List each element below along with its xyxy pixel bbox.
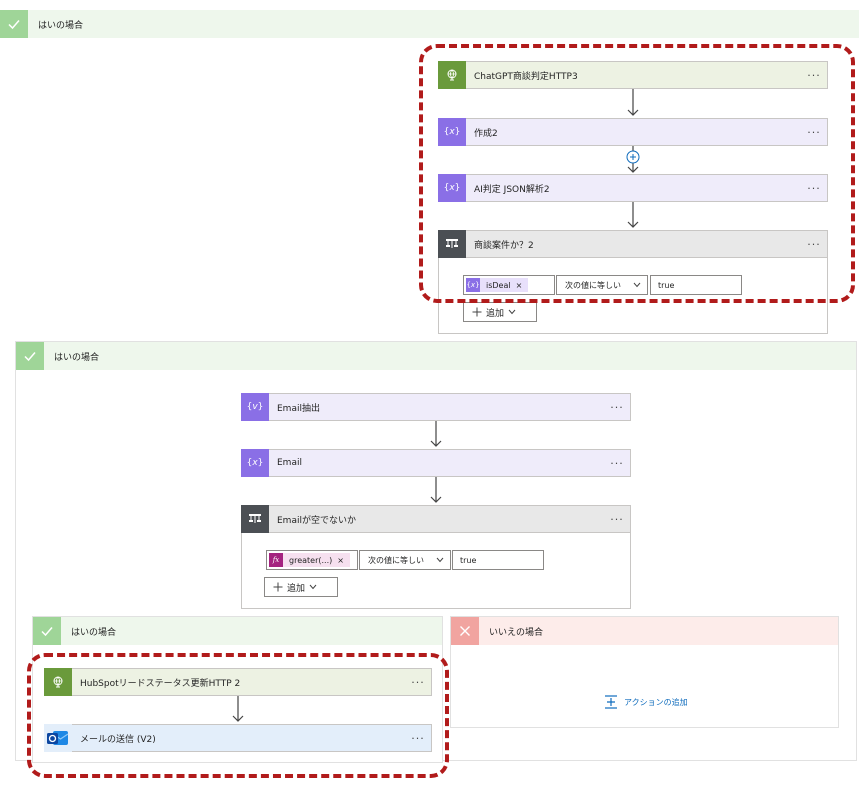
globe-icon	[438, 61, 466, 89]
isdeal-token-label: isDeal	[486, 280, 511, 290]
compose-icon: {v}	[241, 393, 269, 421]
condition-operator-select[interactable]: 次の値に等しい	[556, 275, 648, 295]
ai-json-parse-title: AI判定 JSON解析2	[474, 184, 550, 195]
add-condition-button[interactable]: 追加	[463, 302, 537, 322]
check-icon	[33, 617, 61, 645]
compose-icon: {x}	[241, 449, 269, 477]
email-extract-title: Email抽出	[277, 403, 320, 414]
compose2-action[interactable]: {x} 作成2 ···	[438, 118, 828, 146]
email-condition-body	[241, 533, 631, 609]
add-action-link[interactable]: アクションの追加	[604, 695, 688, 709]
more-options-icon[interactable]: ···	[610, 512, 624, 526]
bottom-yes-branch-header[interactable]: はいの場合	[33, 617, 442, 645]
chevron-down-icon	[508, 309, 516, 315]
add-condition-button[interactable]: 追加	[264, 577, 338, 597]
variable-icon: {x}	[466, 278, 480, 292]
email-not-empty-condition[interactable]: Emailが空でないか ···	[241, 505, 631, 533]
chatgpt-http-action[interactable]: ChatGPT商談判定HTTP3 ···	[438, 61, 828, 89]
add-label: 追加	[287, 583, 306, 594]
email-extract-action[interactable]: {v} Email抽出 ···	[241, 393, 631, 421]
no-branch: いいえの場合	[450, 616, 839, 728]
email-action[interactable]: {x} Email ···	[241, 449, 631, 477]
chevron-down-icon	[309, 584, 317, 590]
top-yes-branch-header[interactable]: はいの場合	[0, 10, 859, 38]
plus-icon	[472, 307, 482, 317]
greater-token[interactable]: fx greater(...) ×	[269, 553, 350, 567]
top-yes-branch: はいの場合	[0, 10, 859, 38]
middle-yes-branch-label: はいの場合	[54, 352, 100, 363]
operator-label: 次の値に等しい	[565, 280, 621, 290]
condition-value: true	[658, 280, 675, 290]
condition-left-operand[interactable]: fx greater(...) ×	[266, 550, 358, 570]
no-branch-label: いいえの場合	[489, 627, 544, 638]
condition-icon	[438, 230, 466, 258]
close-icon	[451, 617, 479, 645]
send-mail-title: メールの送信 (V2)	[80, 734, 156, 745]
more-options-icon[interactable]: ···	[411, 675, 425, 689]
more-options-icon[interactable]: ···	[807, 68, 821, 82]
highlight-box-top	[419, 44, 855, 303]
hubspot-http-title: HubSpotリードステータス更新HTTP 2	[80, 678, 241, 689]
condition-value: true	[460, 555, 477, 565]
operator-label: 次の値に等しい	[368, 555, 424, 565]
more-options-icon[interactable]: ···	[610, 400, 624, 414]
email-title: Email	[277, 458, 302, 468]
condition-operator-select[interactable]: 次の値に等しい	[359, 550, 451, 570]
close-icon[interactable]: ×	[337, 555, 344, 565]
connector-arrow	[627, 89, 639, 116]
more-options-icon[interactable]: ···	[610, 456, 624, 470]
no-branch-header[interactable]: いいえの場合	[451, 617, 838, 645]
middle-yes-branch-header[interactable]: はいの場合	[16, 342, 856, 370]
email-not-empty-title: Emailが空でないか	[277, 515, 356, 526]
check-icon	[16, 342, 44, 370]
isdeal-token[interactable]: {x} isDeal ×	[466, 278, 529, 292]
top-yes-branch-label: はいの場合	[38, 20, 84, 31]
connector-arrow	[430, 477, 442, 503]
function-icon: fx	[269, 553, 283, 567]
connector-arrow-with-plus	[626, 146, 640, 173]
add-action-icon	[605, 695, 617, 709]
chatgpt-http-title: ChatGPT商談判定HTTP3	[474, 71, 578, 82]
ai-json-parse-action[interactable]: {x} AI判定 JSON解析2 ···	[438, 174, 828, 202]
compose-icon: {x}	[438, 118, 466, 146]
more-options-icon[interactable]: ···	[807, 237, 821, 251]
outlook-icon	[44, 724, 72, 752]
condition-value-input[interactable]: true	[452, 550, 544, 570]
add-action-label: アクションの追加	[624, 697, 688, 707]
condition-icon	[241, 505, 269, 533]
more-options-icon[interactable]: ···	[807, 125, 821, 139]
greater-token-label: greater(...)	[289, 555, 333, 565]
connector-arrow	[430, 421, 442, 447]
close-icon[interactable]: ×	[515, 280, 523, 290]
more-options-icon[interactable]: ···	[411, 731, 425, 745]
plus-icon	[273, 582, 283, 592]
send-mail-action[interactable]: メールの送信 (V2) ···	[44, 724, 432, 752]
condition-value-input[interactable]: true	[650, 275, 742, 295]
bottom-yes-branch-label: はいの場合	[71, 627, 117, 638]
globe-icon	[44, 668, 72, 696]
highlight-box-bottom	[27, 653, 449, 778]
chevron-down-icon	[633, 282, 641, 288]
connector-arrow	[232, 696, 244, 722]
condition-left-operand[interactable]: {x} isDeal ×	[463, 275, 555, 295]
check-icon	[0, 10, 28, 38]
compose-icon: {x}	[438, 174, 466, 202]
chevron-down-icon	[436, 557, 444, 563]
compose2-title: 作成2	[474, 128, 498, 139]
hubspot-http-action[interactable]: HubSpotリードステータス更新HTTP 2 ···	[44, 668, 432, 696]
more-options-icon[interactable]: ···	[807, 181, 821, 195]
connector-arrow	[627, 202, 639, 228]
deal-condition-action[interactable]: 商談案件か？2 ···	[438, 230, 828, 258]
add-label: 追加	[486, 308, 505, 319]
deal-condition-title: 商談案件か？2	[474, 240, 534, 251]
